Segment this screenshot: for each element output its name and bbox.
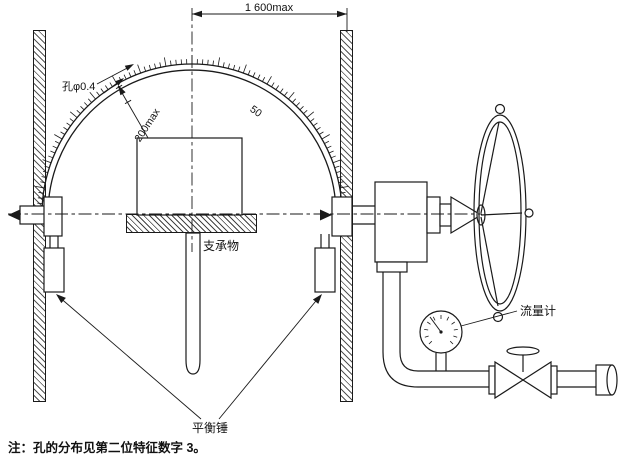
hole-diameter-label: 孔φ0.4 xyxy=(62,80,95,93)
top-dimension xyxy=(192,8,348,32)
arc-scale-ticks xyxy=(35,55,349,210)
balance-leaders xyxy=(56,294,322,420)
spindle-shaft xyxy=(185,232,201,375)
gauge-ticks xyxy=(424,315,458,345)
support-label: 支承物 xyxy=(203,239,239,253)
left-pivot xyxy=(8,196,63,237)
radius-dimension-label: 1 600max xyxy=(245,2,294,14)
flow-meter-label: 流量计 xyxy=(520,304,556,318)
figure-note: 注：孔的分布见第二位特征数字 3。 xyxy=(8,440,206,455)
balance-weight-label: 平衡锤 xyxy=(192,420,228,435)
left-counterweight xyxy=(43,236,65,293)
drive-unit xyxy=(374,181,486,273)
hole-leader xyxy=(96,64,134,94)
right-pivot xyxy=(320,196,376,237)
linework xyxy=(8,8,618,420)
flow-meter-gauge xyxy=(419,310,518,354)
handwheel xyxy=(473,103,534,323)
right-counterweight xyxy=(314,234,336,293)
specimen-box xyxy=(136,137,243,216)
centerlines xyxy=(8,8,482,252)
valve xyxy=(494,346,552,400)
scale-mark-label: 50 xyxy=(247,103,264,120)
